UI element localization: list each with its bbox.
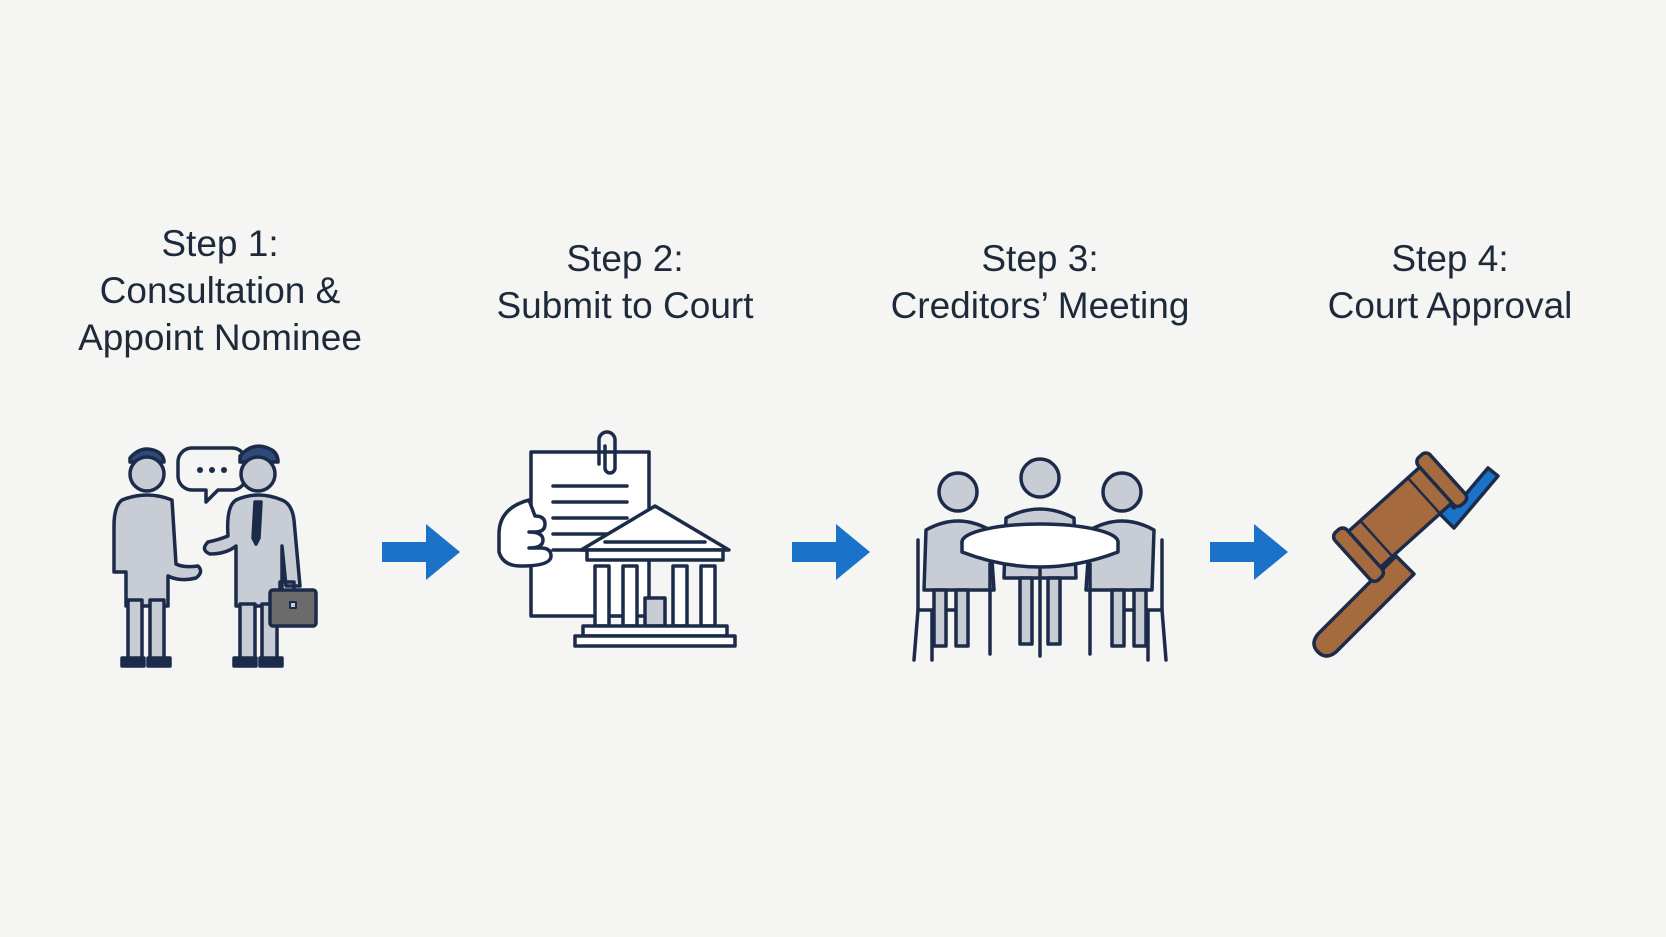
gavel-checkmark-icon bbox=[1312, 451, 1500, 658]
step-1-number: Step 1: bbox=[161, 223, 279, 264]
step-2-number: Step 2: bbox=[566, 238, 684, 279]
step-1-label-line: Appoint Nominee bbox=[78, 317, 362, 358]
gavel-icon bbox=[1312, 451, 1469, 658]
arrow-right-icon bbox=[382, 524, 460, 580]
step-2-title: Step 2: Submit to Court bbox=[440, 235, 810, 329]
arrow-right-icon bbox=[792, 524, 870, 580]
step-3-title: Step 3: Creditors’ Meeting bbox=[860, 235, 1220, 329]
document-courthouse-icon bbox=[497, 430, 737, 648]
step-4-number: Step 4: bbox=[1391, 238, 1509, 279]
step-1-label-line: Consultation & bbox=[99, 270, 341, 311]
step-4-label-line: Court Approval bbox=[1327, 285, 1573, 326]
courthouse-icon bbox=[573, 504, 737, 648]
briefcase-icon bbox=[268, 580, 318, 628]
step-3-label-line: Creditors’ Meeting bbox=[890, 285, 1190, 326]
step-3-number: Step 3: bbox=[981, 238, 1099, 279]
hand-icon bbox=[497, 498, 553, 568]
step-2-label-line: Submit to Court bbox=[496, 285, 754, 326]
step-1-title: Step 1: Consultation & Appoint Nominee bbox=[40, 220, 400, 361]
consultation-people-icon bbox=[112, 444, 318, 668]
step-4-title: Step 4: Court Approval bbox=[1270, 235, 1630, 329]
paperclip-icon bbox=[597, 430, 617, 475]
arrow-right-icon bbox=[1210, 524, 1288, 580]
client-person-icon bbox=[112, 447, 203, 668]
speech-bubble-icon bbox=[176, 446, 248, 504]
nominee-person-icon bbox=[202, 444, 318, 668]
meeting-table-icon bbox=[912, 457, 1168, 662]
round-table-icon bbox=[960, 522, 1120, 658]
